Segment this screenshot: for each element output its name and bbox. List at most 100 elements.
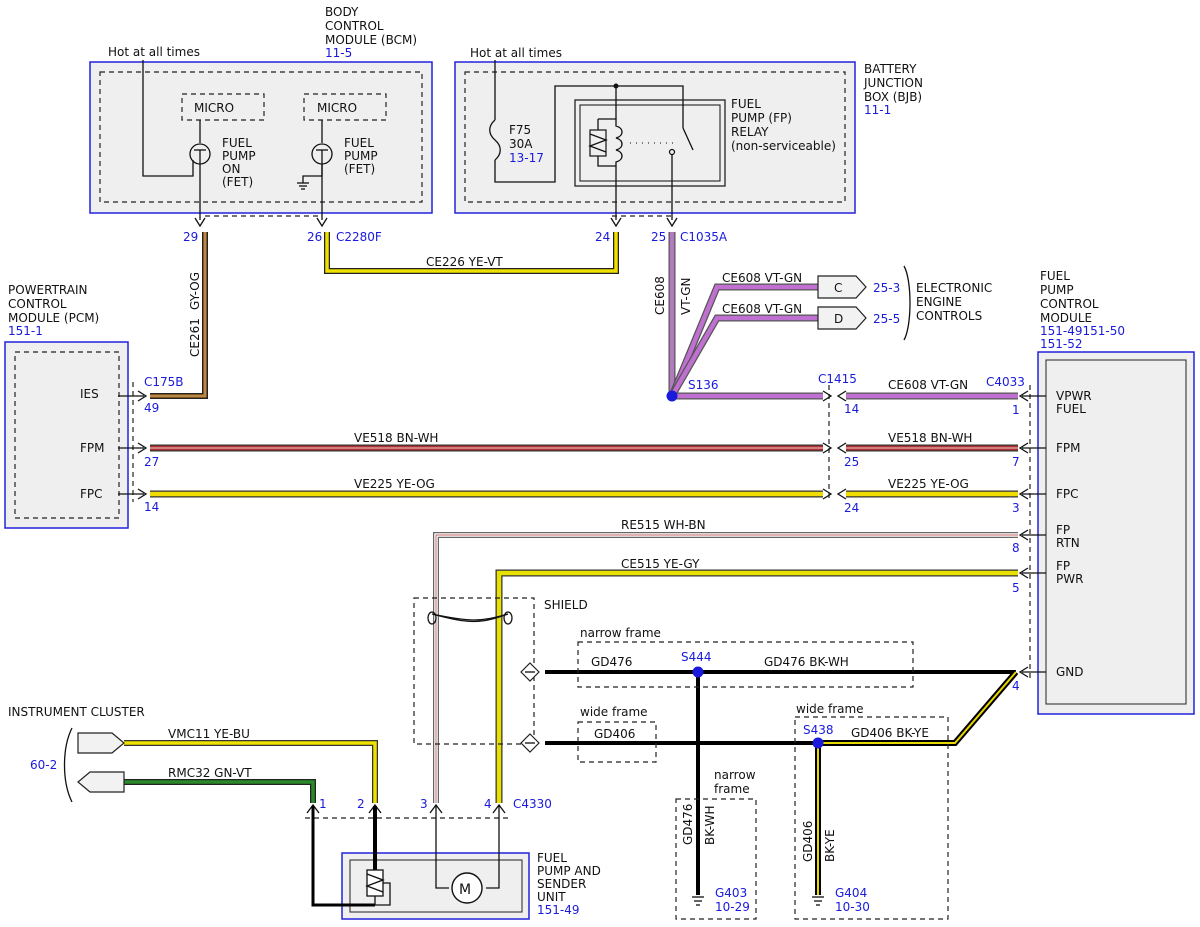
wire-label-ve225: VE225 YE-OG — [888, 477, 969, 491]
fpcm-title: PUMP — [1040, 283, 1074, 297]
wire-label-bkye-v: BK-YE — [823, 829, 837, 862]
wire-ce261 — [150, 232, 207, 398]
connector-arrow-icon — [610, 217, 622, 228]
wire-label-ce608-d: CE608 VT-GN — [722, 302, 802, 316]
wire-label-ce515: CE515 YE-GY — [621, 557, 700, 571]
resistor-leads — [597, 119, 616, 167]
eec-group: C D 25-3 25-5 ELECTRONIC ENGINE CONTROLS — [817, 265, 992, 341]
bcm-pin-26: 26 — [307, 230, 322, 244]
fpsu-pin-2: 2 — [357, 797, 365, 811]
wire-label-gd406-bkye: GD406 BK-YE — [851, 726, 929, 740]
fuel-pump-sender: 1 2 3 4 C4330 M FUEL PUMP AND SENDER UNI… — [305, 797, 601, 920]
ground-g404-ref: 10-30 — [835, 900, 870, 914]
bcm-connector-label: C2280F — [336, 230, 382, 244]
fpcm-pwr-label: PWR — [1056, 572, 1083, 586]
fpcm-fp-label: FP — [1056, 523, 1070, 537]
c1415-pin-14: 14 — [844, 402, 859, 416]
wire-label-gd406-v: GD406 — [801, 821, 815, 862]
wire-label-gd476-bkwh: GD476 BK-WH — [764, 655, 849, 669]
bjb-connector-label: C1035A — [680, 230, 728, 244]
fuse-ref: 13-17 — [509, 151, 544, 165]
micro-label-2: MICRO — [317, 101, 357, 115]
fpsu-title: SENDER — [537, 877, 586, 891]
splice-s444-label: S444 — [681, 650, 712, 664]
bjb-title: BOX (BJB) — [864, 90, 922, 104]
pcm-fpc-arrow-icon — [118, 488, 148, 500]
eec-d-ref: 25-5 — [873, 312, 900, 326]
wide-frame-ground-box — [794, 716, 949, 920]
pcm-title: MODULE (PCM) — [8, 311, 99, 325]
pcm-module: POWERTRAIN CONTROL MODULE (PCM) 151-1 IE… — [4, 283, 184, 529]
pcm-box — [4, 341, 129, 529]
wire-label-re515: RE515 WH-BN — [621, 518, 706, 532]
wire-ce261-outline — [150, 232, 208, 399]
splice-s438-label: S438 — [803, 723, 834, 737]
frames: narrow frame wide frame narrow frame wid… — [577, 626, 949, 920]
instrument-cluster: INSTRUMENT CLUSTER 60-2 — [8, 705, 145, 803]
c1415-connector-label: C1415 — [818, 372, 857, 386]
wire-ce608-d — [670, 315, 818, 398]
ic-connector-icon — [77, 771, 125, 793]
fpcm-title: MODULE — [1040, 311, 1092, 325]
fuse-id: F75 — [509, 123, 531, 137]
fpcm-pin-5: 5 — [1012, 581, 1020, 595]
wide-frame-ground-label: wide frame — [796, 702, 864, 716]
ic-connector-icon — [77, 732, 125, 754]
fpcm-ref: 151-49151-50 — [1040, 324, 1125, 338]
bjb-ref: 11-1 — [864, 103, 891, 117]
bcm-box — [89, 61, 433, 214]
wire-vmc11 — [124, 741, 377, 803]
wide-frame-box — [577, 721, 657, 763]
eec-connector-d — [817, 306, 867, 330]
relay-switch-icon — [682, 127, 694, 151]
fpcm-arrow-icon — [1018, 567, 1046, 579]
relay-label: FUEL — [731, 97, 761, 111]
fpcm-arrow-icon — [1018, 666, 1046, 678]
fuse-amps: 30A — [509, 137, 533, 151]
wire-label-ce608-c: CE608 VT-GN — [722, 271, 802, 285]
fpsu-title: FUEL — [537, 851, 567, 865]
bcm-hot-label: Hot at all times — [108, 45, 200, 59]
c1415-arrow-icon — [822, 390, 847, 402]
bcm-ref: 11-5 — [325, 46, 352, 60]
bcm-inner-frame — [99, 71, 423, 203]
c1415-arrow-icon — [822, 442, 847, 454]
narrow-frame-ground-box — [675, 798, 757, 920]
wire-label-gd476: GD476 — [591, 655, 632, 669]
connector-arrow-icon — [316, 217, 328, 228]
fpcm-fpc-label: FPC — [1056, 487, 1079, 501]
splices: S136 S444 S438 — [666, 378, 834, 749]
ic-bracket — [63, 727, 73, 803]
c1415-pin-24: 24 — [844, 501, 859, 515]
relay-box-inner — [579, 104, 721, 182]
wire-label-ve518: VE518 BN-WH — [354, 431, 438, 445]
relay-box-outer — [574, 99, 726, 187]
narrow-frame-label: narrow frame — [580, 626, 661, 640]
motor-label: M — [459, 882, 471, 898]
connector-arrow-icon — [306, 803, 506, 814]
resistor-zigzag — [588, 133, 608, 153]
pcm-pin-27: 27 — [144, 455, 159, 469]
pump-motor-leads — [435, 806, 500, 889]
wire-label-vmc11: VMC11 YE-BU — [168, 727, 250, 741]
wire-gd406-bkye — [818, 671, 1017, 744]
wire-label-ce226: CE226 YE-VT — [426, 255, 503, 269]
pcm-ref: 151-1 — [8, 324, 43, 338]
relay-contact — [668, 148, 676, 156]
connector-arrows: C1415 14 25 24 — [118, 372, 1046, 678]
micro-label-1: MICRO — [194, 101, 234, 115]
splice-s444-icon — [692, 666, 704, 678]
shield-group: SHIELD — [413, 597, 588, 753]
fpcm-pin-3: 3 — [1012, 501, 1020, 515]
bjb-box — [454, 61, 856, 214]
wire-label-ce261: CE261 — [188, 318, 202, 357]
wire-ce261-stripe — [150, 232, 206, 397]
bcm-module: BODY CONTROL MODULE (BCM) 11-5 Hot at al… — [89, 5, 433, 244]
shield-icon — [431, 613, 509, 623]
bjb-module: BATTERY JUNCTION BOX (BJB) 11-1 Hot at a… — [454, 46, 923, 244]
pcm-title: POWERTRAIN — [8, 283, 88, 297]
fpcm-arrow-icon — [1018, 529, 1046, 541]
fuse-icon — [489, 119, 501, 161]
eec-label: ENGINE — [916, 295, 962, 309]
wire-label-gy-og: GY-OG — [188, 272, 202, 310]
